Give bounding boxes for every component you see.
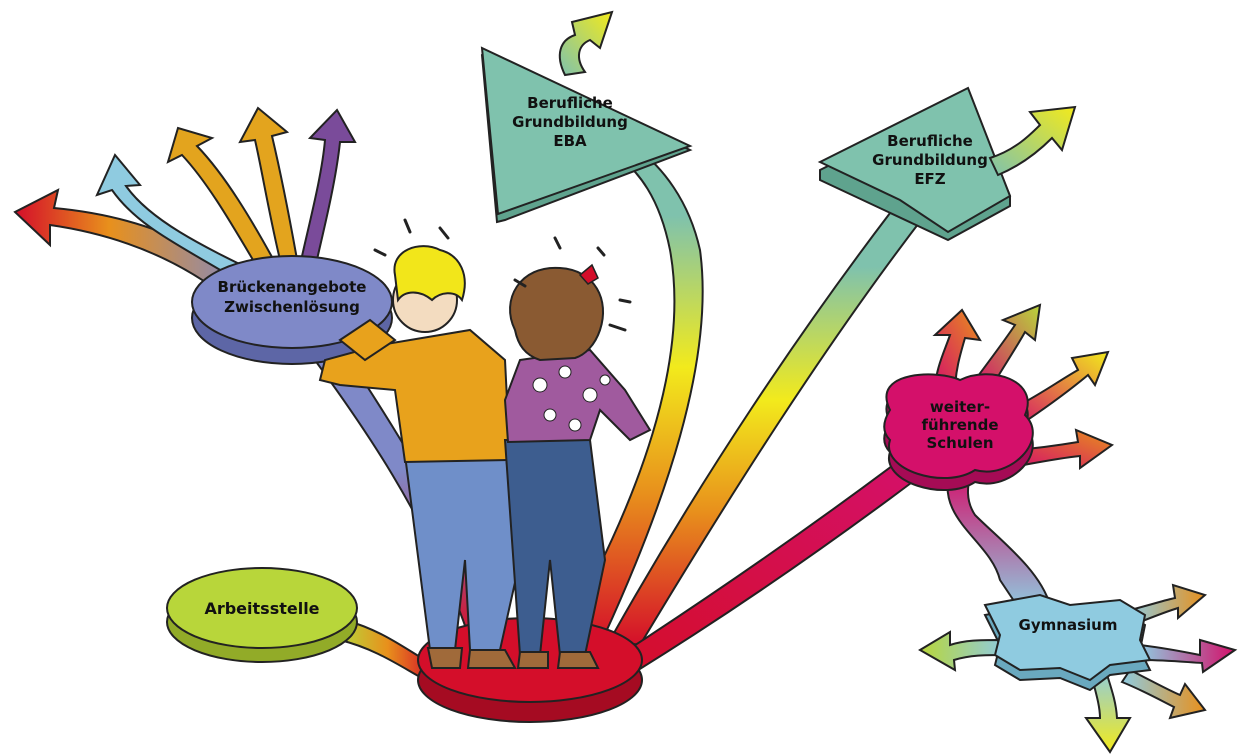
- girl-shoes: [516, 651, 600, 669]
- boy-arm: [338, 318, 397, 362]
- gym-arrow-orange: [1128, 583, 1208, 626]
- further-node: [883, 373, 1034, 479]
- girl-blouse-dots: [532, 365, 611, 432]
- efz-label-1: Berufliche: [887, 132, 973, 150]
- bridge-arrow-gold-2: [238, 106, 300, 270]
- boy-shoes: [426, 647, 517, 669]
- further-arrow-orange-2: [1013, 428, 1115, 470]
- eba-arrow-yellow: [558, 10, 614, 77]
- eba-label-3: EBA: [553, 132, 587, 150]
- eba-label-2: Grundbildung: [512, 113, 628, 131]
- bridge-label-2: Zwischenlösung: [224, 298, 360, 316]
- girl-hair: [509, 266, 605, 362]
- further-label-3: Schulen: [926, 434, 993, 452]
- gym-arrow-lime: [918, 630, 1007, 672]
- bridge-node: [191, 255, 393, 349]
- gym-arrow-magenta: [1138, 638, 1238, 674]
- work-label: Arbeitsstelle: [204, 599, 319, 618]
- efz-arrow-yellow: [988, 105, 1077, 177]
- efz-branch: Berufliche Grundbildung EFZ: [608, 86, 1077, 647]
- boy-figure: [318, 245, 522, 669]
- further-arrow-lime: [973, 303, 1042, 392]
- eba-branch: Berufliche Grundbildung EBA: [480, 10, 704, 647]
- bridge-label-1: Brückenangebote: [218, 278, 367, 296]
- further-schools-branch: weiter- führende Schulen: [618, 303, 1115, 674]
- bridge-arrow-purple: [298, 108, 357, 270]
- gym-arrow-yellow: [1084, 666, 1132, 754]
- surprise-marks: [373, 218, 632, 332]
- work-node: [166, 567, 358, 649]
- eba-label-1: Berufliche: [527, 94, 613, 112]
- gym-arrow-orange-2: [1120, 668, 1207, 720]
- girl-figure: [503, 263, 652, 669]
- gym-trunk: [946, 468, 1052, 612]
- gym-label: Gymnasium: [1019, 616, 1118, 634]
- people: [318, 218, 652, 669]
- girl-bow: [578, 263, 599, 285]
- further-label-1: weiter-: [930, 398, 990, 416]
- further-arrow-yellow: [1008, 350, 1110, 427]
- bridge-arrow-gold: [166, 126, 280, 277]
- efz-label-2: Grundbildung: [872, 151, 988, 169]
- gym-node: [983, 593, 1152, 682]
- efz-node: [817, 86, 1012, 234]
- boy-sweater: [318, 328, 512, 464]
- further-label-2: führende: [921, 416, 998, 434]
- gymnasium-branch: Gymnasium: [918, 583, 1238, 754]
- efz-label-3: EFZ: [914, 170, 945, 188]
- girl-blouse: [503, 348, 652, 444]
- eba-node: [480, 46, 693, 216]
- further-arrow-orange: [932, 308, 982, 394]
- boy-hair: [393, 245, 466, 303]
- work-branch: Arbeitsstelle: [166, 567, 437, 688]
